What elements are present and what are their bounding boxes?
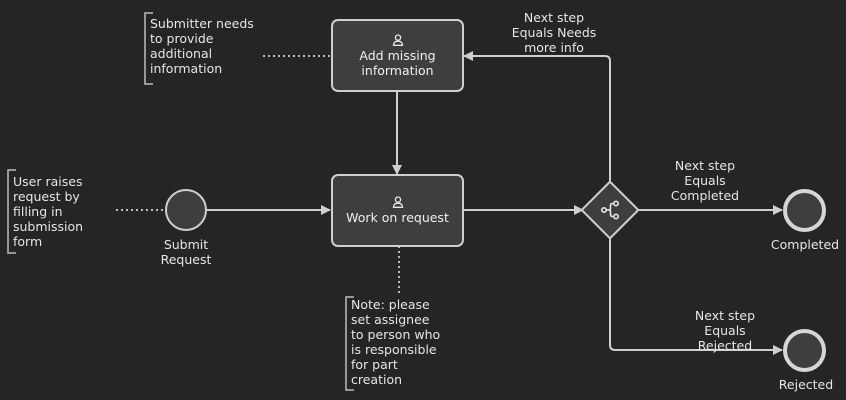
- start-event-label: Submit Request: [146, 237, 226, 267]
- label-line: Next step: [694, 308, 756, 323]
- completed-event-label: Completed: [764, 237, 846, 252]
- annotation-line: User raises: [13, 174, 83, 189]
- annotation-line: request by: [13, 189, 80, 204]
- task-label: Work on request: [346, 210, 449, 225]
- annotation-line: additional: [150, 46, 213, 61]
- label-line: Next step: [523, 10, 585, 25]
- annotation-line: to provide: [150, 31, 214, 46]
- label-line: Rejected: [778, 377, 834, 392]
- label-line: Rejected: [697, 338, 753, 353]
- user-icon: [392, 33, 403, 46]
- annotation-line: information: [150, 61, 223, 76]
- label-line: Equals: [704, 323, 746, 338]
- task-label: Add missing: [359, 47, 436, 63]
- label-line: Submit: [163, 237, 209, 252]
- annotation-line: to person who: [351, 327, 441, 342]
- annotation-line: creation: [351, 372, 403, 387]
- annotation-bracket-submitter: [144, 12, 153, 85]
- user-icon: [392, 196, 403, 208]
- annotation-line: Submitter needs: [150, 16, 254, 31]
- annotation-user-raises-request[interactable]: User raises request by filling in submis…: [13, 174, 83, 249]
- end-event-completed[interactable]: [783, 189, 826, 232]
- flow-gateway-to-rejected[interactable]: [609, 237, 783, 355]
- annotation-bracket-user: [7, 169, 16, 254]
- task-label: information: [361, 62, 434, 78]
- start-event[interactable]: [165, 189, 207, 231]
- label-line: Equals: [684, 173, 726, 188]
- annotation-line: submission: [13, 219, 84, 234]
- annotation-line: filling in: [13, 204, 63, 219]
- flow-gateway-to-addinfo[interactable]: [463, 51, 611, 183]
- annotation-submitter-needs-info[interactable]: Submitter needs to provide additional in…: [150, 16, 254, 76]
- annotation-line: for part: [351, 357, 398, 372]
- flow-label-needs-more-info: Next step Equals Needs more info: [504, 10, 604, 55]
- label-line: Completed: [770, 237, 840, 252]
- label-line: more info: [524, 40, 584, 55]
- annotation-line: Note: please: [351, 297, 430, 312]
- label-line: Request: [160, 252, 212, 267]
- task-work-on-request[interactable]: Work on request: [331, 174, 464, 247]
- flow-label-completed: Next step Equals Completed: [655, 158, 755, 203]
- branch-icon: [600, 200, 620, 220]
- annotation-note-assignee[interactable]: Note: please set assignee to person who …: [351, 297, 440, 387]
- label-line: Next step: [674, 158, 736, 173]
- annotation-line: is responsible: [351, 342, 437, 357]
- end-event-rejected[interactable]: [783, 329, 826, 372]
- label-line: Equals Needs: [511, 25, 597, 40]
- annotation-line: set assignee: [351, 312, 430, 327]
- rejected-event-label: Rejected: [765, 377, 846, 392]
- annotation-bracket-note: [345, 296, 354, 391]
- task-add-missing-information[interactable]: Add missing information: [331, 19, 464, 92]
- annotation-line: form: [13, 234, 43, 249]
- label-line: Completed: [670, 188, 740, 203]
- flow-label-rejected: Next step Equals Rejected: [675, 308, 775, 353]
